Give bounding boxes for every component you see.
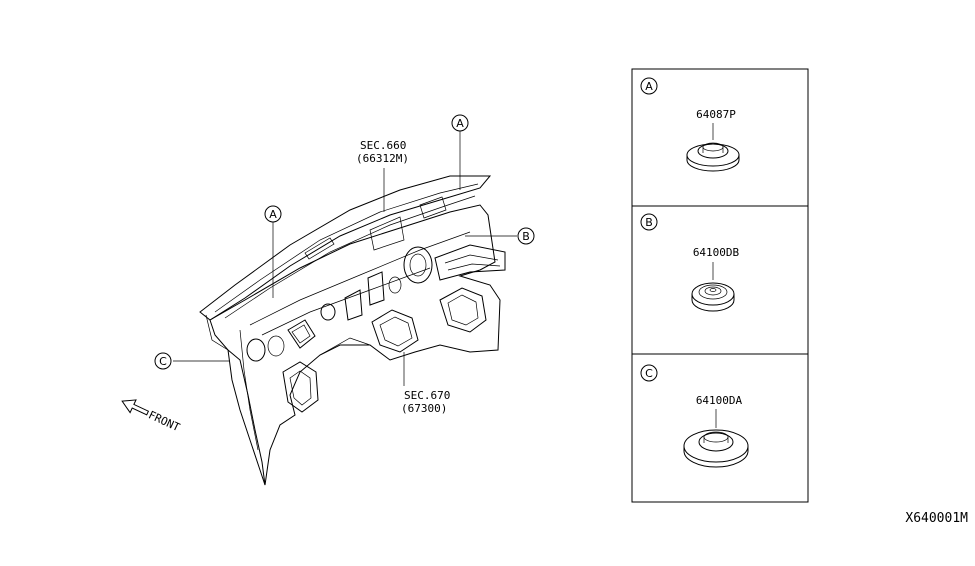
- callout-c: C: [154, 352, 172, 370]
- svg-text:A: A: [456, 117, 464, 130]
- callout-a-left: A: [264, 205, 282, 223]
- svg-text:A: A: [269, 208, 277, 221]
- callout-b: B: [517, 227, 535, 245]
- diagram-code: X640001M: [905, 511, 968, 526]
- sec660-code: (66312M): [356, 152, 409, 165]
- grommet-b-icon: [691, 282, 735, 312]
- part-row-c: C 64100DA: [640, 364, 749, 468]
- svg-text:C: C: [645, 367, 653, 380]
- front-label: FRONT: [146, 408, 182, 434]
- svg-text:A: A: [645, 80, 653, 93]
- grommet-c-icon: [683, 429, 749, 468]
- leader-lines: [173, 131, 517, 386]
- svg-text:B: B: [522, 230, 530, 243]
- part-number-64100db: 64100DB: [693, 246, 740, 259]
- parts-table: [631, 68, 809, 503]
- part-row-b: B 64100DB: [640, 213, 740, 312]
- sec660-label: SEC.660: [360, 139, 406, 152]
- grommet-a-icon: [686, 142, 740, 172]
- dash-panel-assembly: [199, 175, 506, 486]
- part-row-a: A 64087P: [640, 77, 740, 172]
- callout-a-right: A: [451, 114, 469, 132]
- part-number-64087p: 64087P: [696, 108, 736, 121]
- sec670-code: (67300): [401, 402, 447, 415]
- sec670-label: SEC.670: [404, 389, 450, 402]
- part-number-64100da: 64100DA: [696, 394, 743, 407]
- front-arrow-icon: FRONT: [121, 399, 182, 434]
- svg-text:B: B: [645, 216, 653, 229]
- svg-text:C: C: [159, 355, 167, 368]
